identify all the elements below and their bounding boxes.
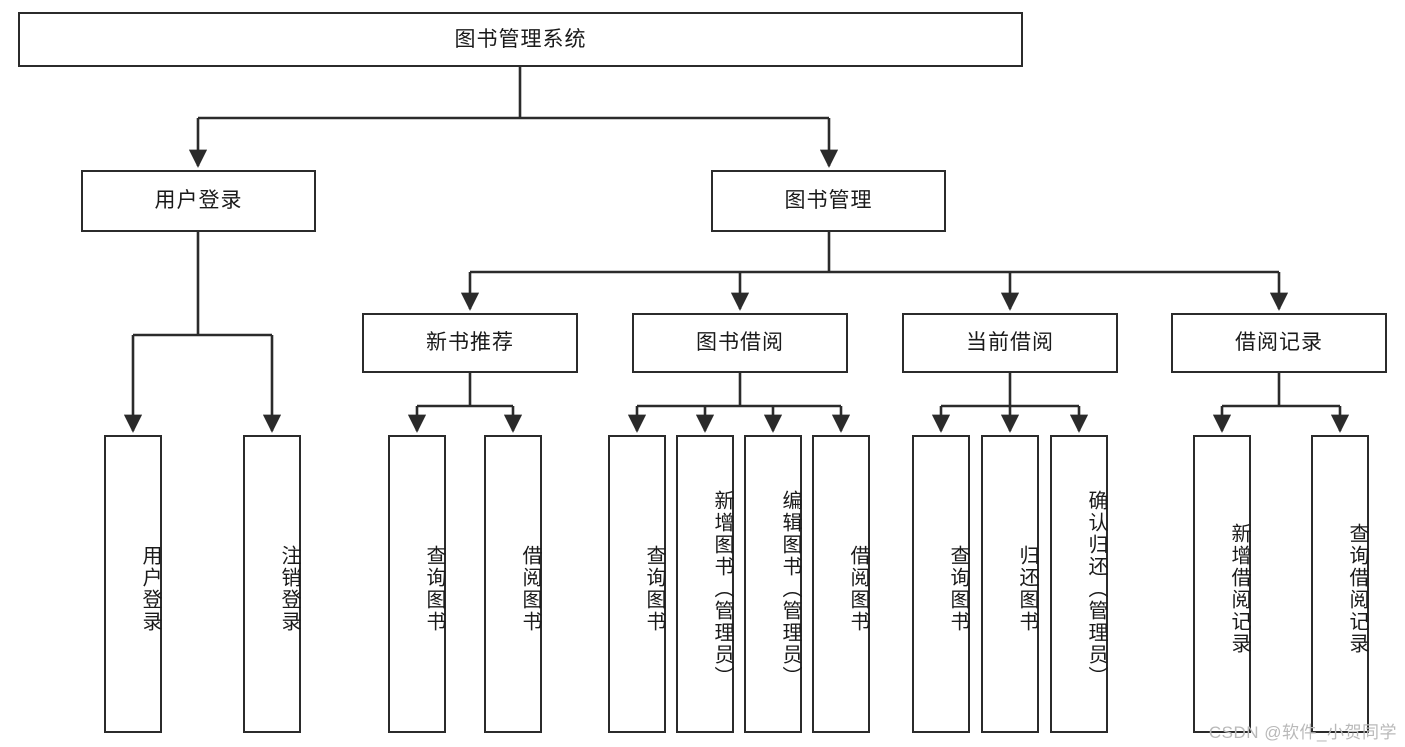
node-label: 图书管理系统 [454, 27, 587, 51]
leaf-book-borrow-add-book-admin[interactable]: 新增图书（管理员） [676, 435, 734, 733]
node-root-book-management-system[interactable]: 图书管理系统 [18, 12, 1023, 67]
node-book-management[interactable]: 图书管理 [711, 170, 946, 232]
node-label: 新增借阅记录 [1228, 523, 1250, 655]
leaf-new-book-borrow-books[interactable]: 借阅图书 [484, 435, 542, 733]
node-label: 借阅图书 [847, 545, 869, 633]
leaf-new-book-query-books[interactable]: 查询图书 [388, 435, 446, 733]
leaf-current-borrow-return-books[interactable]: 归还图书 [981, 435, 1039, 733]
csdn-watermark: CSDN @软件_小贺同学 [1208, 723, 1397, 742]
node-current-borrowing[interactable]: 当前借阅 [902, 313, 1118, 373]
node-label: 注销登录 [278, 545, 300, 633]
node-book-borrowing[interactable]: 图书借阅 [632, 313, 848, 373]
leaf-add-borrow-record[interactable]: 新增借阅记录 [1193, 435, 1251, 733]
leaf-book-borrow-edit-book-admin[interactable]: 编辑图书（管理员） [744, 435, 802, 733]
node-label: 图书借阅 [696, 331, 784, 355]
leaf-current-borrow-confirm-return-admin[interactable]: 确认归还（管理员） [1050, 435, 1108, 733]
leaf-logout[interactable]: 注销登录 [243, 435, 301, 733]
leaf-user-login[interactable]: 用户登录 [104, 435, 162, 733]
node-user-login[interactable]: 用户登录 [81, 170, 316, 232]
node-label: 归还图书 [1016, 545, 1038, 633]
node-new-book-recommendation[interactable]: 新书推荐 [362, 313, 578, 373]
node-label: 确认归还（管理员） [1085, 490, 1107, 688]
node-borrow-records[interactable]: 借阅记录 [1171, 313, 1387, 373]
leaf-query-borrow-record[interactable]: 查询借阅记录 [1311, 435, 1369, 733]
leaf-current-borrow-query-books[interactable]: 查询图书 [912, 435, 970, 733]
node-label: 新书推荐 [426, 331, 514, 355]
node-label: 当前借阅 [966, 331, 1054, 355]
node-label: 查询图书 [643, 545, 665, 633]
node-label: 图书管理 [784, 189, 873, 213]
node-label: 用户登录 [139, 545, 161, 633]
node-label: 新增图书（管理员） [711, 490, 733, 688]
leaf-book-borrow-borrow-books[interactable]: 借阅图书 [812, 435, 870, 733]
node-label: 用户登录 [154, 189, 243, 213]
node-label: 编辑图书（管理员） [779, 490, 801, 688]
node-label: 查询图书 [947, 545, 969, 633]
leaf-book-borrow-query-books[interactable]: 查询图书 [608, 435, 666, 733]
node-label: 借阅图书 [519, 545, 541, 633]
node-label: 查询图书 [423, 545, 445, 633]
node-label: 查询借阅记录 [1346, 523, 1368, 655]
node-label: 借阅记录 [1235, 331, 1323, 355]
